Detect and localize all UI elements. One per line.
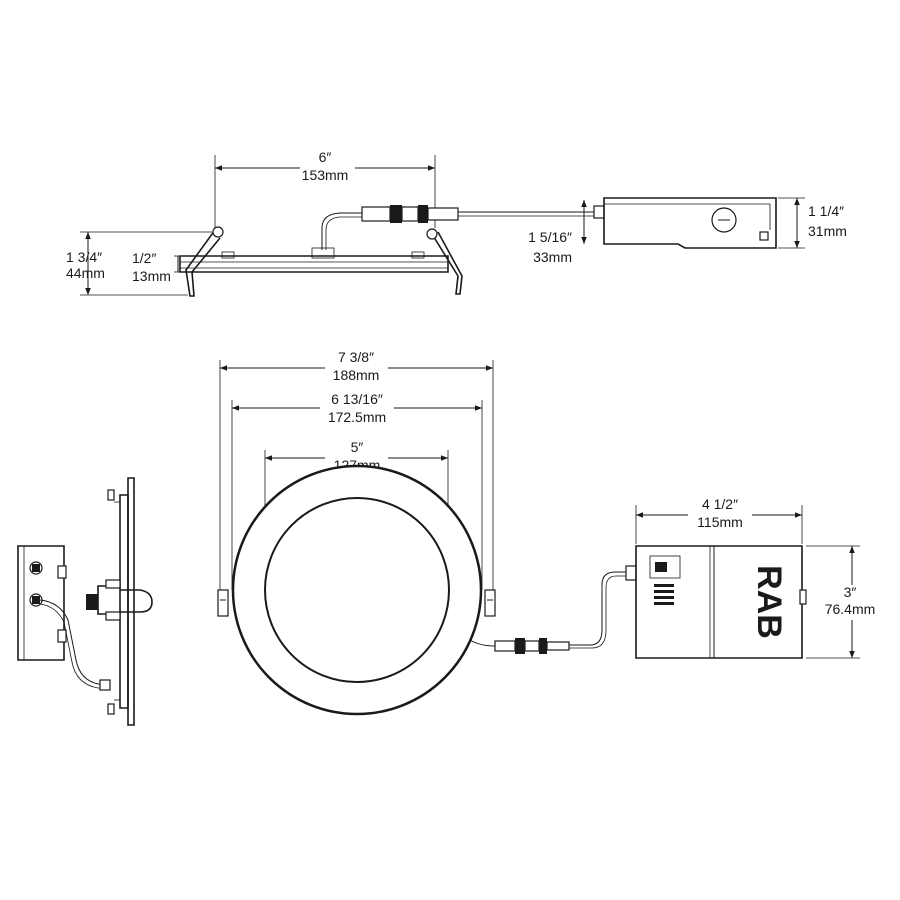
height-total-metric: 44mm	[66, 265, 105, 281]
outer-diameter-imperial: 7 3/8″	[338, 349, 374, 365]
dip-switch-labels	[654, 584, 674, 605]
clip-span-metric: 172.5mm	[328, 409, 386, 425]
trim-plate-side	[179, 226, 463, 297]
width-6-imperial: 6″	[319, 149, 332, 165]
driver-width-metric: 115mm	[697, 514, 743, 530]
driver-offset-imperial: 1 5/16″	[528, 229, 572, 245]
front-view: 7 3/8″ 188mm 6 13/16″ 172.5mm 5″ 127mm	[217, 349, 496, 716]
inner-diameter-imperial: 5″	[351, 439, 364, 455]
top-side-view: 6″ 153mm	[66, 149, 847, 297]
driver-height-imperial: 1 1/4″	[808, 203, 844, 219]
trim-ring-inner	[264, 497, 450, 683]
clip-span-imperial: 6 13/16″	[331, 391, 383, 407]
driver-box-front: RAB	[635, 545, 807, 659]
driver-box-height-imperial: 3″	[844, 584, 857, 600]
driver-box-side	[593, 197, 777, 249]
driver-height-metric: 31mm	[808, 223, 847, 239]
height-trim-metric: 13mm	[132, 268, 171, 284]
driver-offset-metric: 33mm	[533, 249, 572, 265]
width-6-metric: 153mm	[302, 167, 349, 183]
driver-box-height-metric: 76.4mm	[825, 601, 876, 617]
height-trim-imperial: 1/2″	[132, 250, 156, 266]
left-side-view	[17, 477, 153, 726]
cable-front	[469, 565, 637, 654]
rab-logo: RAB	[750, 565, 788, 639]
driver-width-imperial: 4 1/2″	[702, 496, 738, 512]
height-total-imperial: 1 3/4″	[66, 249, 102, 265]
connector-plug-top	[361, 205, 459, 223]
clip-spring-coils	[87, 594, 95, 610]
outer-diameter-metric: 188mm	[333, 367, 380, 383]
